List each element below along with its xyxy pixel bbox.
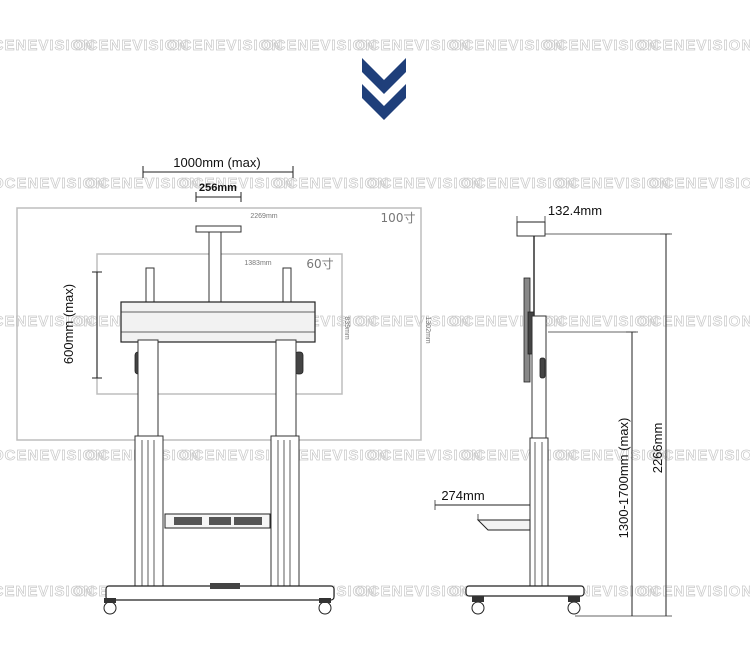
small-width-b-label: 1383mm (244, 260, 271, 267)
bracket-width-label: 256mm (199, 182, 237, 194)
watermark-text: OCENEVISION (638, 583, 750, 600)
watermark-text: OCENEVISION (356, 37, 471, 54)
watermark-text: OCENEVISION (356, 313, 471, 330)
watermark-text: OCENEVISION (0, 447, 107, 464)
double-chevron-down-icon (362, 58, 406, 120)
watermark-text: OCENEVISION (0, 313, 95, 330)
watermark-text: OCENEVISION (368, 447, 483, 464)
watermark-text: OCENEVISION (368, 175, 483, 192)
watermark-text: OCENEVISION (0, 175, 107, 192)
total-height-label: 2266mm (650, 423, 665, 474)
screen-100-label: 100寸 (381, 211, 416, 225)
side-view (434, 216, 672, 617)
watermark-text: OCENEVISION (262, 37, 377, 54)
watermark-text: OCENEVISION (638, 313, 750, 330)
watermark-text: OCENEVISION (544, 313, 659, 330)
watermark-text: OCENEVISION (450, 37, 565, 54)
screen-60-label: 60寸 (306, 257, 333, 271)
watermark-text: OCENEVISION (0, 583, 95, 600)
small-height-a-label: 839mm (343, 316, 350, 340)
watermark-text: OCENEVISION (462, 175, 577, 192)
side-top-label: 132.4mm (548, 203, 602, 218)
shelf-depth-label: 274mm (441, 488, 484, 503)
watermark-text: OCENEVISION (544, 37, 659, 54)
watermark-layer: OCENEVISIONOCENEVISIONOCENEVISIONOCENEVI… (0, 37, 750, 601)
watermark-text: OCENEVISION (0, 37, 95, 54)
watermark-text: OCENEVISION (638, 37, 750, 54)
max-height-label: 600mm (max) (61, 284, 76, 364)
watermark-text: OCENEVISION (74, 37, 189, 54)
screen-100-outline (16, 207, 422, 441)
watermark-text: OCENEVISION (650, 175, 750, 192)
watermark-text: OCENEVISION (356, 583, 471, 600)
watermark-text: OCENEVISION (86, 175, 201, 192)
watermark-text: OCENEVISION (274, 447, 389, 464)
watermark-text: OCENEVISION (650, 447, 750, 464)
max-width-label: 1000mm (max) (173, 155, 260, 170)
front-view (16, 166, 422, 615)
watermark-text: OCENEVISION (180, 175, 295, 192)
watermark-text: OCENEVISION (556, 175, 671, 192)
mount-height-label: 1300-1700mm (max) (616, 418, 631, 539)
watermark-text: OCENEVISION (180, 447, 295, 464)
small-height-b-label: 1302mm (424, 316, 431, 343)
small-width-label: 2269mm (250, 213, 277, 220)
left-column (134, 339, 164, 589)
right-column (270, 339, 300, 589)
watermark-text: OCENEVISION (274, 175, 389, 192)
watermark-text: OCENEVISION (556, 447, 671, 464)
watermark-text: OCENEVISION (168, 37, 283, 54)
